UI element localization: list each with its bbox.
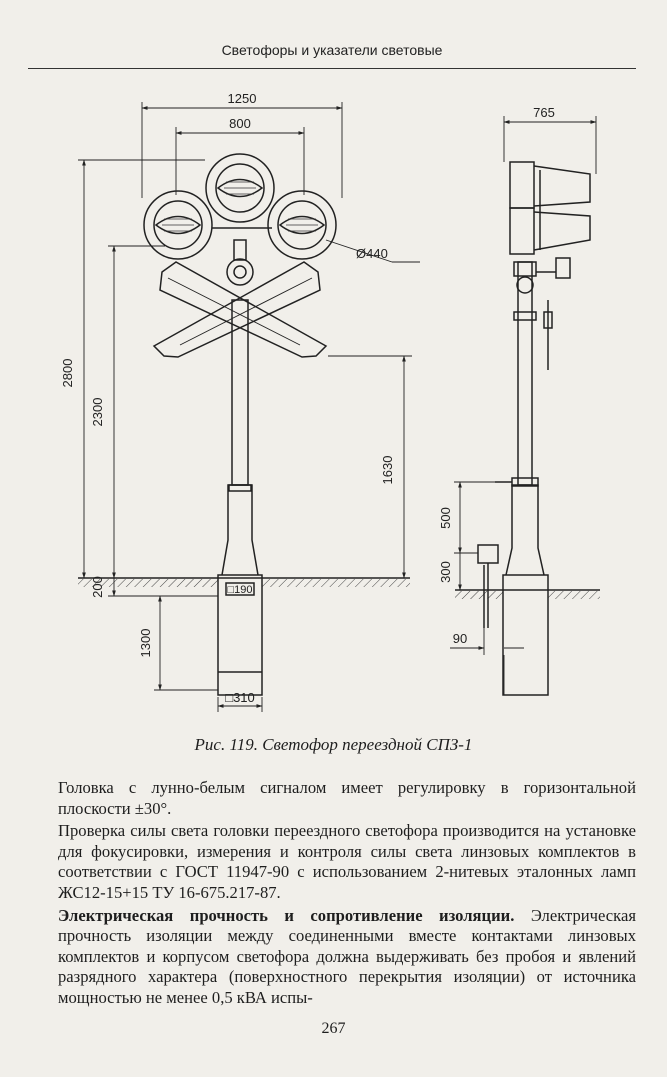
dim-500: 500 — [438, 507, 453, 529]
dim-440: Ø440 — [356, 246, 388, 261]
paragraph-2: Проверка силы света головки переездного … — [58, 821, 636, 902]
side-view — [455, 161, 600, 696]
dim-190: □190 — [228, 584, 253, 596]
front-dimensions — [78, 102, 420, 712]
dim-310: □310 — [225, 690, 255, 705]
side-dimension-labels: 765 500 300 90 — [438, 105, 555, 646]
dim-2800: 2800 — [60, 359, 75, 388]
paragraph-1: Головка с лунно-белым сигналом имеет рег… — [58, 778, 636, 818]
dim-1250: 1250 — [228, 91, 257, 106]
dim-765: 765 — [533, 105, 555, 120]
traffic-light-drawing: 1250 800 Ø440 2800 2300 1630 200 1300 □1… — [60, 91, 600, 712]
dim-90: 90 — [453, 631, 467, 646]
dim-2300: 2300 — [90, 398, 105, 427]
body-text: Головка с лунно-белым сигналом имеет рег… — [58, 778, 636, 1011]
paragraph-3: Электрическая прочность и сопротивление … — [58, 906, 636, 1009]
dim-1300: 1300 — [138, 629, 153, 658]
front-dimension-labels: 1250 800 Ø440 2800 2300 1630 200 1300 □1… — [60, 91, 395, 705]
side-dimensions — [450, 116, 597, 695]
header-rule — [28, 68, 636, 69]
dim-300: 300 — [438, 561, 453, 583]
dim-200: 200 — [90, 576, 105, 598]
section-heading: Электрическая прочность и сопротивление … — [58, 905, 515, 925]
front-view — [78, 153, 410, 696]
dim-1630: 1630 — [380, 456, 395, 485]
paragraph-3-text: Электрическая прочность изоляции между с… — [58, 905, 636, 1007]
dim-800: 800 — [229, 116, 251, 131]
lens-hatching — [162, 181, 318, 232]
running-head: Светофоры и указатели световые — [221, 42, 443, 58]
figure-caption: Рис. 119. Светофор переездной СПЗ-1 — [194, 735, 473, 754]
page-number: 267 — [321, 1020, 346, 1037]
